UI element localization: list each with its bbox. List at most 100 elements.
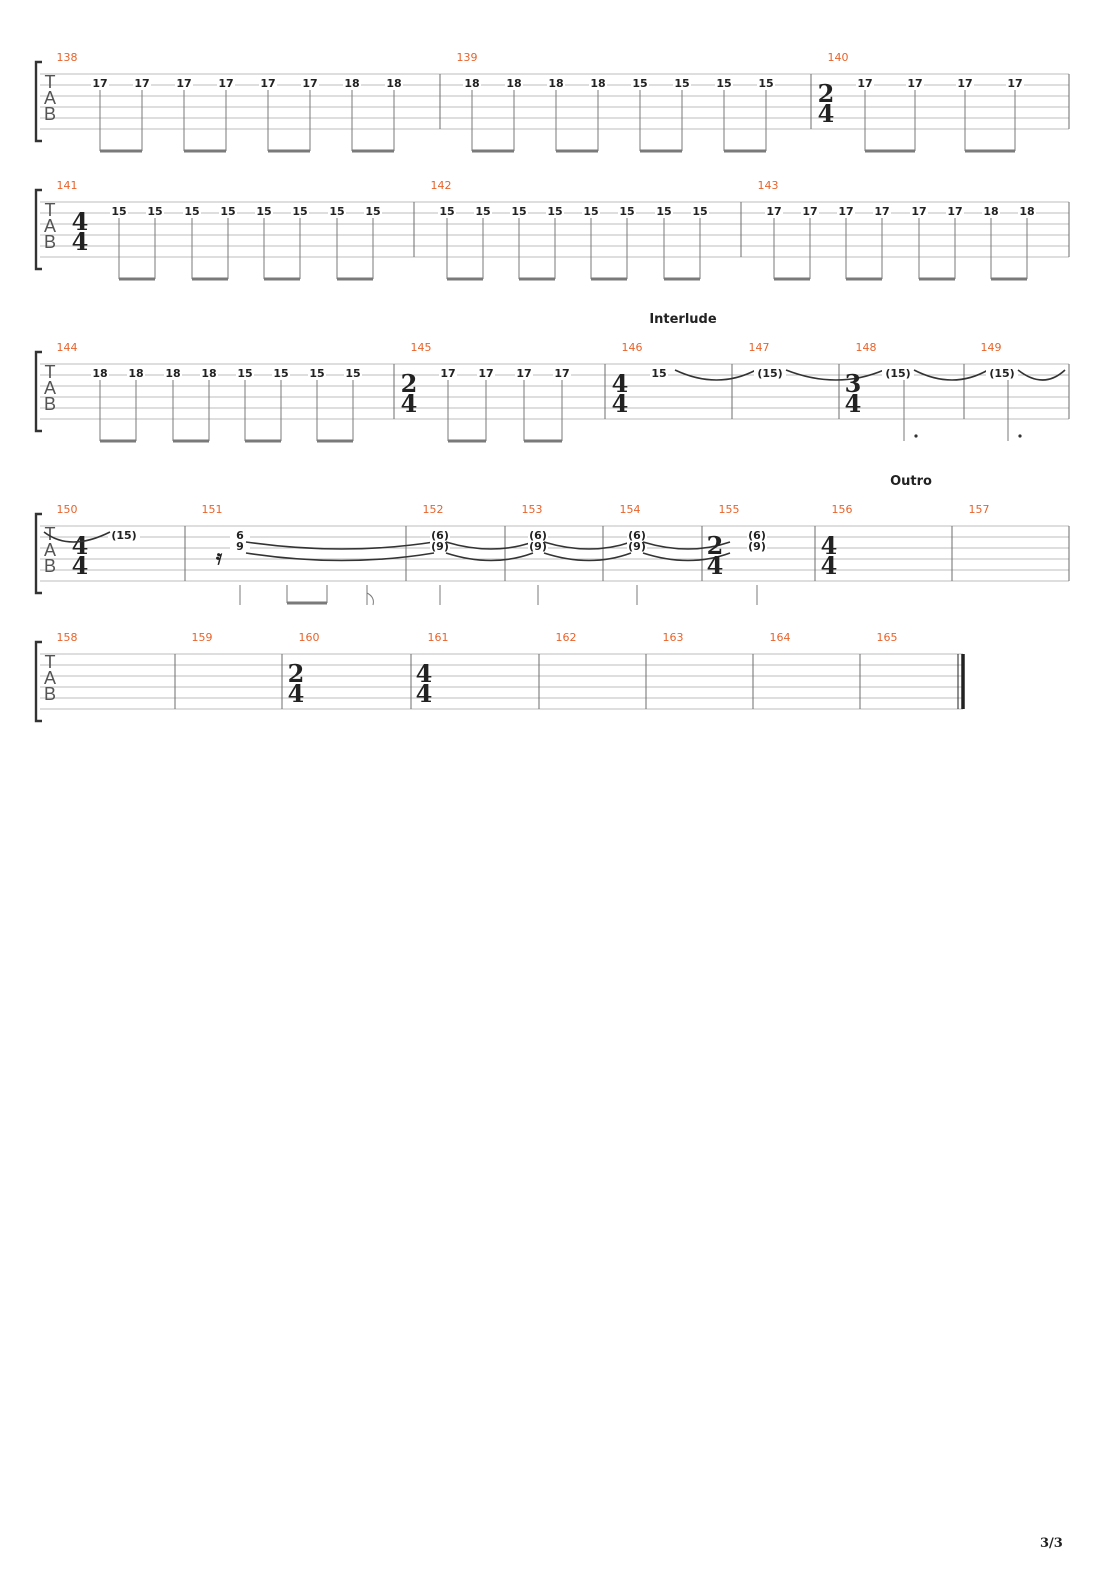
system-bracket bbox=[34, 512, 42, 595]
fret-mask bbox=[946, 205, 964, 216]
time-signature-bottom: 4 bbox=[288, 679, 305, 708]
fret-number: 15 bbox=[345, 367, 360, 380]
fret-mask bbox=[546, 205, 564, 216]
fret-number: 15 bbox=[439, 205, 454, 218]
rest-symbol: 𝄿 bbox=[216, 545, 223, 569]
fret-number: 15 bbox=[619, 205, 634, 218]
fret-mask bbox=[715, 77, 733, 88]
fret-mask bbox=[385, 77, 403, 88]
fret-number: 15 bbox=[292, 205, 307, 218]
tab-clef-letter: A bbox=[44, 668, 56, 688]
tab-clef-letter: B bbox=[44, 104, 56, 124]
fret-number: 15 bbox=[309, 367, 324, 380]
fret-number: 15 bbox=[716, 77, 731, 90]
fret-number: 17 bbox=[302, 77, 317, 90]
measure-number: 159 bbox=[192, 631, 213, 644]
fret-number: 18 bbox=[201, 367, 216, 380]
fret-mask bbox=[108, 529, 140, 540]
tab-clef-letter: A bbox=[44, 216, 56, 236]
fret-mask bbox=[754, 367, 786, 378]
fret-mask bbox=[477, 367, 495, 378]
fret-mask bbox=[439, 367, 457, 378]
tab-clef-letter: T bbox=[45, 72, 56, 92]
fret-number: (9) bbox=[431, 540, 449, 553]
time-signature-bottom: 4 bbox=[821, 551, 838, 580]
fret-number: 17 bbox=[907, 77, 922, 90]
fret-number: (15) bbox=[885, 367, 910, 380]
fret-number: (9) bbox=[748, 540, 766, 553]
tab-clef-letter: T bbox=[45, 362, 56, 382]
system-bracket bbox=[34, 640, 42, 723]
section-label: Interlude bbox=[649, 312, 717, 327]
measure-number: 155 bbox=[719, 503, 740, 516]
fret-number: 17 bbox=[440, 367, 455, 380]
measure-number: 161 bbox=[428, 631, 449, 644]
measure-number: 154 bbox=[620, 503, 641, 516]
fret-mask bbox=[510, 205, 528, 216]
measure-number: 141 bbox=[57, 179, 78, 192]
fret-number: 17 bbox=[1007, 77, 1022, 90]
fret-number: (9) bbox=[628, 540, 646, 553]
fret-mask bbox=[837, 205, 855, 216]
fret-number: 18 bbox=[165, 367, 180, 380]
fret-mask bbox=[747, 529, 767, 551]
time-signature-bottom: 4 bbox=[72, 227, 89, 256]
time-signature-top: 4 bbox=[821, 531, 838, 560]
fret-mask bbox=[175, 77, 193, 88]
fret-number: 18 bbox=[506, 77, 521, 90]
tab-clef-letter: A bbox=[44, 540, 56, 560]
fret-mask bbox=[183, 205, 201, 216]
tie-arc bbox=[543, 552, 632, 562]
fret-mask bbox=[982, 205, 1000, 216]
fret-number: 17 bbox=[260, 77, 275, 90]
measure-number: 153 bbox=[522, 503, 543, 516]
fret-number: 17 bbox=[218, 77, 233, 90]
measure-number: 138 bbox=[57, 51, 78, 64]
fret-number: 17 bbox=[857, 77, 872, 90]
fret-mask bbox=[146, 205, 164, 216]
tie-arc bbox=[674, 369, 757, 381]
time-signature-top: 3 bbox=[845, 369, 862, 398]
section-label: Outro bbox=[890, 474, 932, 489]
measure-number: 146 bbox=[622, 341, 643, 354]
fret-number: 15 bbox=[273, 367, 288, 380]
measure-number: 139 bbox=[457, 51, 478, 64]
system-bracket bbox=[34, 350, 42, 433]
tab-clef-letter: T bbox=[45, 652, 56, 672]
fret-mask bbox=[328, 205, 346, 216]
fret-mask bbox=[91, 367, 109, 378]
fret-number: 18 bbox=[128, 367, 143, 380]
time-signature-top: 4 bbox=[416, 659, 433, 688]
tie-arc bbox=[785, 369, 885, 381]
fret-mask bbox=[650, 367, 668, 378]
fret-number: 15 bbox=[147, 205, 162, 218]
measure-number: 143 bbox=[758, 179, 779, 192]
fret-mask bbox=[856, 77, 874, 88]
fret-mask bbox=[430, 529, 450, 551]
fret-number: (6) bbox=[748, 529, 766, 542]
fret-number: 18 bbox=[464, 77, 479, 90]
tab-clef-letter: A bbox=[44, 378, 56, 398]
fret-mask bbox=[655, 205, 673, 216]
fret-number: 17 bbox=[874, 205, 889, 218]
measure-number: 152 bbox=[423, 503, 444, 516]
fret-mask bbox=[515, 367, 533, 378]
fret-number: 18 bbox=[92, 367, 107, 380]
fret-mask bbox=[618, 205, 636, 216]
fret-number: 6 bbox=[236, 529, 244, 542]
tab-clef-letter: B bbox=[44, 556, 56, 576]
fret-number: 15 bbox=[475, 205, 490, 218]
dot bbox=[914, 434, 918, 438]
tie-arc bbox=[642, 541, 731, 550]
fret-mask bbox=[547, 77, 565, 88]
fret-mask bbox=[474, 205, 492, 216]
measure-number: 142 bbox=[431, 179, 452, 192]
fret-number: 15 bbox=[220, 205, 235, 218]
measure-number: 157 bbox=[969, 503, 990, 516]
tab-clef-letter: B bbox=[44, 684, 56, 704]
fret-mask bbox=[91, 77, 109, 88]
measure-number: 156 bbox=[832, 503, 853, 516]
fret-mask bbox=[528, 529, 548, 551]
measure-number: 160 bbox=[299, 631, 320, 644]
